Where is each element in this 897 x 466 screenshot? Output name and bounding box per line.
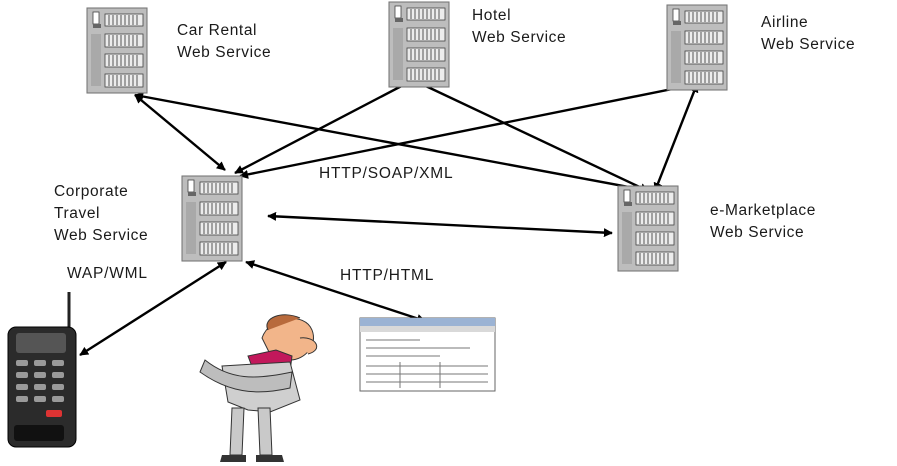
arrow-car-to-corporate: [134, 94, 226, 171]
server-icon-emarketplace: [617, 185, 679, 272]
server-icon-hotel: [388, 1, 450, 88]
connection-arrows: [79, 78, 699, 357]
mobile-phone-icon: [7, 292, 77, 448]
server-icon-airline: [666, 4, 728, 91]
label-car-rental: Car Rental Web Service: [177, 22, 272, 61]
person-icon: [199, 314, 318, 462]
label-hotel: Hotel Web Service: [472, 7, 567, 46]
arrow-corporate-to-browser: [245, 260, 426, 323]
arrow-airline-to-corporate: [239, 81, 698, 179]
label-wap-wml: WAP/WML: [67, 265, 148, 282]
label-corporate-travel: Corporate Travel Web Service: [54, 183, 149, 244]
arrow-corporate-to-emarket: [267, 211, 613, 238]
label-http-html: HTTP/HTML: [340, 267, 435, 284]
browser-window-icon: [359, 317, 496, 392]
label-airline: Airline Web Service: [761, 14, 856, 53]
server-icon-corporate: [181, 175, 243, 262]
label-http-soap-xml: HTTP/SOAP/XML: [319, 165, 454, 182]
server-icon-car-rental: [86, 7, 148, 94]
arrow-airline-to-emarket: [653, 83, 699, 192]
arrow-corporate-to-phone: [79, 260, 227, 357]
label-emarketplace: e-Marketplace Web Service: [710, 202, 817, 241]
